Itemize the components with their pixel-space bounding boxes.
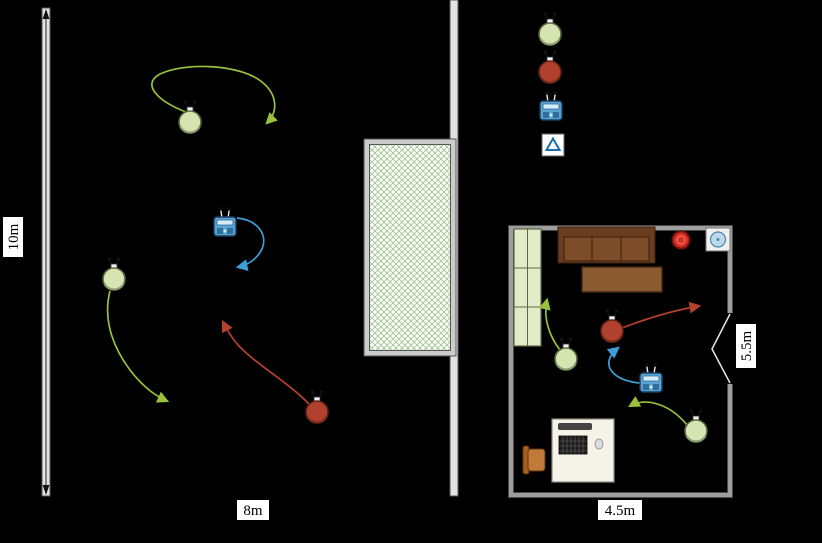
green-robot-sim — [102, 257, 126, 291]
dimension-arrow-up — [42, 9, 50, 19]
red-stool — [671, 230, 691, 250]
blue-robot-sim — [213, 207, 237, 237]
coffee-table — [581, 266, 663, 293]
trajectory-red-sim — [221, 319, 310, 405]
red-robot-legend — [538, 50, 562, 84]
sim-width-label: 8m — [237, 500, 269, 520]
green-robot-room — [684, 409, 708, 443]
sim-area — [41, 0, 459, 497]
goal-marker-icon — [541, 133, 565, 157]
trajectory-blue-room — [606, 346, 641, 384]
mouse — [594, 438, 604, 450]
hatched-obstacle — [363, 138, 457, 357]
trajectory-blue-sim — [235, 217, 265, 271]
room-height-text: 5.5m — [739, 330, 755, 361]
chair — [522, 445, 546, 475]
trajectory-red-room — [621, 301, 702, 329]
trajectory-green-sim — [106, 290, 170, 403]
keyboard — [558, 435, 588, 455]
blue-robot-room — [639, 363, 663, 393]
room — [508, 225, 735, 498]
green-robot-sim — [178, 100, 202, 134]
red-robot-room — [600, 309, 624, 343]
red-robot-sim — [305, 390, 329, 424]
sim-height-text: 10m — [6, 223, 22, 250]
blue-robot-legend — [539, 91, 563, 121]
shelf — [513, 228, 542, 347]
door — [711, 313, 731, 384]
legend — [541, 133, 565, 157]
trajectory-green-room-1 — [539, 297, 561, 351]
desk — [551, 418, 615, 483]
sim-width-text: 8m — [243, 503, 263, 519]
sim-height-label: 10m — [3, 217, 23, 257]
room-width-text: 4.5m — [605, 503, 636, 519]
room-height-label: 5.5m — [736, 324, 756, 368]
green-robot-room — [554, 337, 578, 371]
dimension-arrow-down — [42, 485, 50, 495]
room-width-label: 4.5m — [598, 500, 642, 520]
trajectory-green-loop — [151, 65, 278, 125]
robot-layer — [102, 12, 708, 443]
green-robot-legend — [538, 12, 562, 46]
door-gap — [725, 313, 735, 384]
monitor — [558, 423, 592, 430]
sofa — [557, 226, 656, 264]
trajectory-green-room-2 — [627, 396, 688, 426]
sink — [705, 227, 731, 252]
